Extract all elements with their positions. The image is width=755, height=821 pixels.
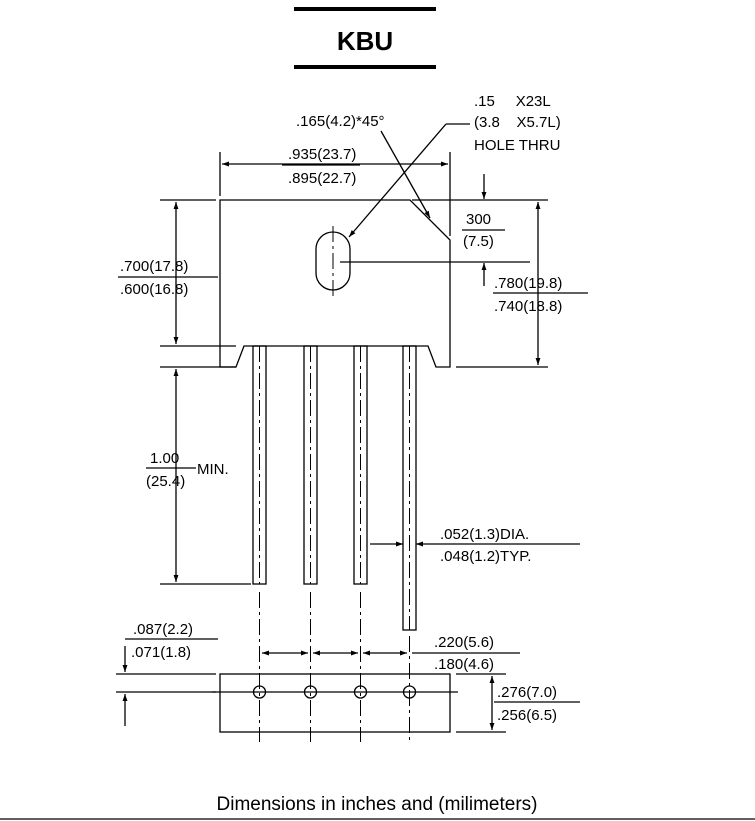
body-h-max-label: .700(17.8) xyxy=(120,258,188,275)
bottom-view-body xyxy=(219,673,451,733)
package-body-outline xyxy=(219,199,451,368)
thick-max-label: .276(7.0) xyxy=(497,684,557,701)
pitch-min-label: .180(4.6) xyxy=(434,656,494,673)
lead-dia-min-label: .048(1.2)TYP. xyxy=(440,548,531,565)
overall-h-max-label: .780(19.8) xyxy=(494,275,562,292)
bottom-view-pins xyxy=(212,592,458,742)
hole-size-line2: (3.8 X5.7L) xyxy=(474,114,561,131)
pitch-max-label: .220(5.6) xyxy=(434,634,494,651)
lead-dia-max-label: .052(1.3)DIA. xyxy=(440,526,529,543)
chamfer-leader xyxy=(380,130,431,219)
lead-len-suffix: MIN. xyxy=(197,461,229,478)
overall-h-min-label: .740(18.8) xyxy=(494,298,562,315)
lead-len-bottom-label: (25.4) xyxy=(146,473,185,490)
hole-thru-label: HOLE THRU xyxy=(474,137,560,154)
offset-max-label: .087(2.2) xyxy=(133,621,193,638)
chamfer-label: .165(4.2)*45° xyxy=(296,113,385,130)
body-h-min-label: .600(16.8) xyxy=(120,281,188,298)
offset-min-label: .071(1.8) xyxy=(131,644,191,661)
package-title: KBU xyxy=(337,26,393,56)
thick-min-label: .256(6.5) xyxy=(497,707,557,724)
dimensions-caption: Dimensions in inches and (milimeters) xyxy=(217,794,538,815)
hole-pos-bottom-label: (7.5) xyxy=(463,233,494,250)
leads xyxy=(252,345,417,631)
hole-pos-top-label: 300 xyxy=(466,211,491,228)
hole-size-line1: .15 X23L xyxy=(474,93,551,110)
width-min-label: .895(22.7) xyxy=(288,170,356,187)
lead-len-top-label: 1.00 xyxy=(150,450,179,467)
width-max-label: .935(23.7) xyxy=(288,146,356,163)
